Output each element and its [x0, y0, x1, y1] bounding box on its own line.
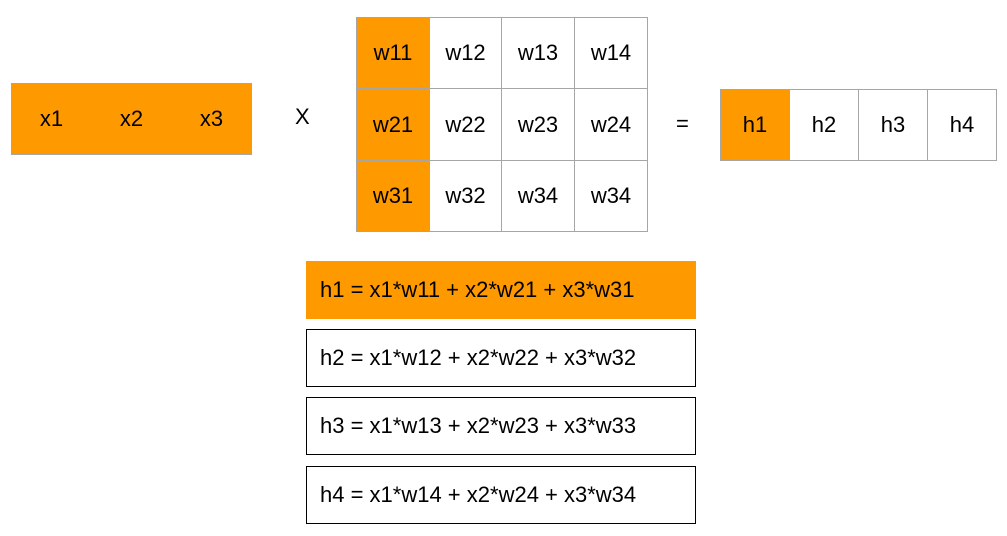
w-cell-2-4: w24	[575, 89, 648, 161]
w-cell-3-1: w31	[357, 161, 430, 232]
w-cell-2-2: w22	[430, 89, 502, 161]
equation-h2: h2 = x1*w12 + x2*w22 + x3*w32	[306, 329, 696, 387]
h-cell-4: h4	[928, 90, 997, 161]
output-vector-h: h1 h2 h3 h4	[720, 89, 997, 161]
weight-matrix-w: w11 w12 w13 w14 w21 w22 w23 w24 w31 w32 …	[356, 17, 648, 232]
equation-h4: h4 = x1*w14 + x2*w24 + x3*w34	[306, 466, 696, 524]
w-cell-3-3: w34	[502, 161, 575, 232]
w-cell-1-3: w13	[502, 18, 575, 89]
input-vector-x: x1 x2 x3	[11, 83, 252, 155]
w-cell-3-4: w34	[575, 161, 648, 232]
w-cell-1-2: w12	[430, 18, 502, 89]
w-cell-1-4: w14	[575, 18, 648, 89]
multiply-operator: X	[295, 104, 310, 129]
equation-h3: h3 = x1*w13 + x2*w23 + x3*w33	[306, 397, 696, 455]
x-cell-1: x1	[12, 84, 92, 155]
equals-operator: =	[676, 111, 689, 136]
w-cell-2-3: w23	[502, 89, 575, 161]
equation-h1: h1 = x1*w11 + x2*w21 + x3*w31	[306, 261, 696, 319]
h-cell-1: h1	[721, 90, 790, 161]
x-cell-2: x2	[92, 84, 172, 155]
h-cell-2: h2	[790, 90, 859, 161]
w-cell-1-1: w11	[357, 18, 430, 89]
w-cell-2-1: w21	[357, 89, 430, 161]
h-cell-3: h3	[859, 90, 928, 161]
x-cell-3: x3	[172, 84, 252, 155]
w-cell-3-2: w32	[430, 161, 502, 232]
